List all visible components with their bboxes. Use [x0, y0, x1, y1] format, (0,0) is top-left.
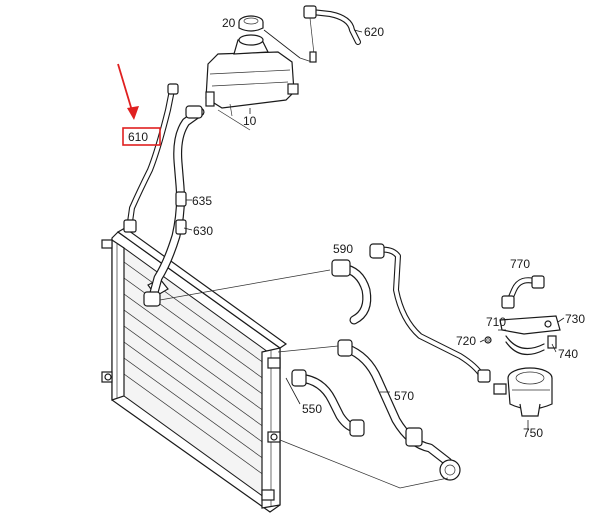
water-pump [493, 367, 553, 417]
highlight-610 [117, 63, 161, 146]
callout-740: 740 [558, 347, 578, 361]
callout-10: 10 [243, 114, 257, 128]
hose-630 [143, 105, 205, 307]
callout-635: 635 [192, 194, 212, 208]
hose-770 [501, 275, 545, 309]
callout-620: 620 [364, 25, 384, 39]
expansion-tank [205, 34, 299, 117]
radiator [101, 227, 288, 513]
callout-570: 570 [394, 389, 414, 403]
callout-550: 550 [302, 402, 322, 416]
hose-620 [303, 5, 361, 63]
hose-550 [291, 369, 365, 437]
pump-bracket [484, 315, 561, 356]
callout-630: 630 [193, 224, 213, 238]
cap [238, 15, 264, 32]
hose-570 [337, 339, 461, 481]
callout-750: 750 [523, 426, 543, 440]
hose-610 [123, 83, 179, 233]
callout-770: 770 [510, 257, 530, 271]
callout-labels: 20 620 10 610 635 630 590 770 710 730 72… [128, 16, 585, 440]
callout-610: 610 [128, 130, 148, 144]
hose-590 [331, 243, 491, 383]
callout-20: 20 [222, 16, 236, 30]
leader-lines [159, 29, 565, 489]
callout-720: 720 [456, 334, 476, 348]
callout-590: 590 [333, 242, 353, 256]
callout-730: 730 [565, 312, 585, 326]
callout-710: 710 [486, 315, 506, 329]
